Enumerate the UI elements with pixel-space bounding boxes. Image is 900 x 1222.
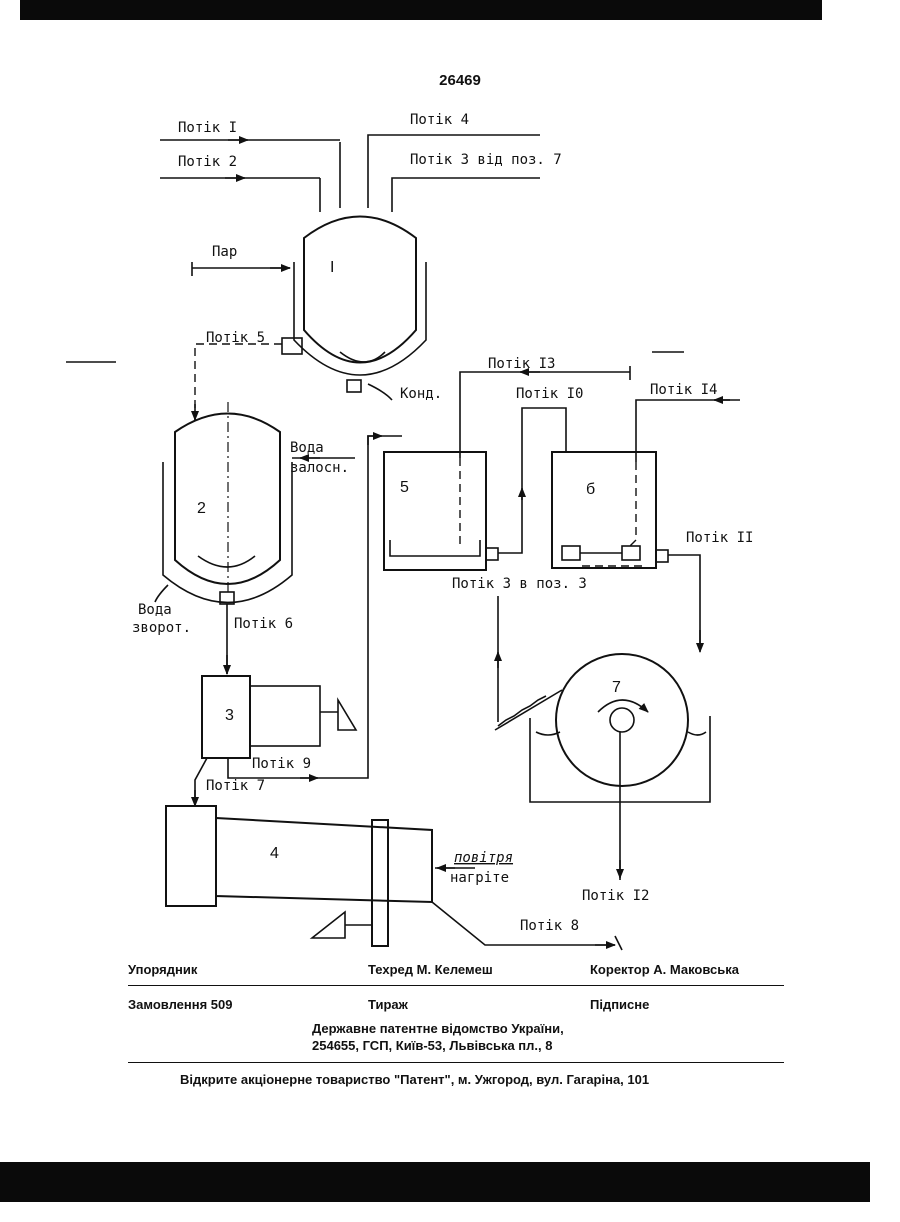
dip-tube-6 bbox=[630, 462, 636, 546]
vessel-1: I bbox=[282, 217, 426, 393]
label-air-1: повітря bbox=[454, 850, 513, 866]
pipe-flow10 bbox=[498, 408, 566, 553]
pipe-flow9 bbox=[228, 436, 402, 778]
tank-6: б bbox=[552, 452, 668, 568]
pipe-condensate bbox=[368, 384, 392, 400]
pipe-flow13 bbox=[460, 372, 630, 458]
imprint-office-line1: Державне патентне відомство України, bbox=[312, 1021, 564, 1036]
imprint-rule-top bbox=[128, 985, 784, 986]
unit-3: 3 bbox=[202, 676, 356, 758]
label-water-out-1: Вода bbox=[138, 602, 172, 618]
pipe-flow5 bbox=[195, 344, 282, 420]
label-flow7: Потік 7 bbox=[206, 778, 265, 794]
label-flow1: Потік І bbox=[178, 120, 237, 136]
label-flow4: Потік 4 bbox=[410, 112, 469, 128]
label-condensate: Конд. bbox=[400, 386, 442, 402]
label-flow3: Потік 3 від поз. 7 bbox=[410, 152, 562, 168]
label-flow12: Потік І2 bbox=[582, 888, 649, 904]
unit-label-3: 3 bbox=[225, 707, 234, 724]
label-air-2: нагріте bbox=[450, 870, 509, 886]
label-flow6: Потік 6 bbox=[234, 616, 293, 632]
label-flow13: Потік І3 bbox=[488, 356, 555, 372]
label-steam: Пар bbox=[212, 244, 237, 260]
pipe-water-out bbox=[155, 585, 168, 602]
unit-label-1: I bbox=[330, 259, 334, 276]
imprint-office-line2: 254655, ГСП, Київ-53, Львівська пл., 8 bbox=[312, 1038, 552, 1053]
tank-5: 5 bbox=[384, 452, 498, 570]
label-flow10: Потік І0 bbox=[516, 386, 583, 402]
imprint-compiler: Упорядник bbox=[128, 962, 197, 977]
imprint-subscription: Підписне bbox=[590, 997, 649, 1012]
unit-7: 7 bbox=[495, 654, 710, 802]
pipe-flow4 bbox=[368, 135, 540, 208]
unit-label-2: 2 bbox=[197, 500, 206, 517]
imprint-corrector: Коректор А. Маковська bbox=[590, 962, 739, 977]
process-flow-diagram: I 2 3 bbox=[0, 0, 900, 960]
pipe-flow3 bbox=[392, 178, 540, 212]
label-flow8: Потік 8 bbox=[520, 918, 579, 934]
unit-label-6: б bbox=[586, 481, 595, 498]
unit-label-7: 7 bbox=[612, 679, 621, 696]
pipe-flow11 bbox=[668, 555, 700, 650]
label-flow3-to3: Потік 3 в поз. 3 bbox=[452, 576, 587, 592]
imprint-circulation: Тираж bbox=[368, 997, 408, 1012]
imprint-order: Замовлення 509 bbox=[128, 997, 233, 1012]
label-water-out-2: зворот. bbox=[132, 620, 191, 636]
label-flow9: Потік 9 bbox=[252, 756, 311, 772]
imprint-rule-bottom bbox=[128, 1062, 784, 1063]
bottom-scan-bar bbox=[0, 1162, 870, 1202]
label-water-in-1: Вода bbox=[290, 440, 324, 456]
label-flow2: Потік 2 bbox=[178, 154, 237, 170]
vessel-2: 2 bbox=[163, 402, 292, 604]
label-flow11: Потік ІІ bbox=[686, 530, 753, 546]
imprint-printer: Відкрите акціонерне товариство "Патент",… bbox=[180, 1072, 649, 1087]
pipe-steam bbox=[192, 262, 290, 276]
label-flow14: Потік І4 bbox=[650, 382, 717, 398]
unit-label-4: 4 bbox=[270, 845, 279, 862]
unit-4: 4 bbox=[166, 806, 432, 946]
label-flow5: Потік 5 bbox=[206, 330, 265, 346]
imprint-techeditor: Техред М. Келемеш bbox=[368, 962, 493, 977]
label-water-in-2: залосн. bbox=[290, 460, 349, 476]
unit-label-5: 5 bbox=[400, 479, 409, 496]
